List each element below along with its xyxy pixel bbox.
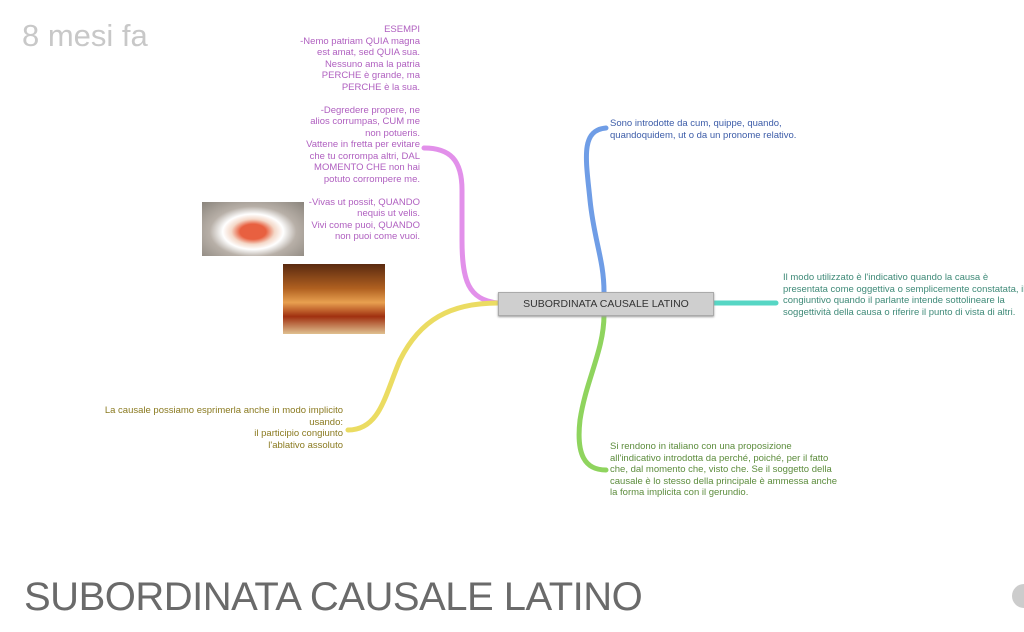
branch-examples xyxy=(421,145,501,306)
implicit-node[interactable]: La causale possiamo esprimerla anche in … xyxy=(104,405,343,451)
translation-node[interactable]: Si rendono in italiano con una proposizi… xyxy=(610,441,838,498)
examples-node[interactable]: ESEMPI -Nemo patriam QUIA magna est amat… xyxy=(300,24,420,242)
timestamp: 8 mesi fa xyxy=(22,18,148,53)
branch-translation xyxy=(576,312,609,473)
branch-implicit xyxy=(345,300,501,433)
banquet-image[interactable] xyxy=(283,264,385,334)
page-title: SUBORDINATA CAUSALE LATINO xyxy=(24,575,643,619)
central-node[interactable]: SUBORDINATA CAUSALE LATINO xyxy=(498,292,714,316)
introduction-node[interactable]: Sono introdotte da cum, quippe, quando, … xyxy=(610,118,797,141)
branch-introduction xyxy=(583,125,609,295)
page-indicator-dot[interactable] xyxy=(1012,584,1024,608)
mode-node[interactable]: Il modo utilizzato è l'indicativo quando… xyxy=(783,272,1024,318)
pasta-dish-image[interactable] xyxy=(202,202,304,256)
